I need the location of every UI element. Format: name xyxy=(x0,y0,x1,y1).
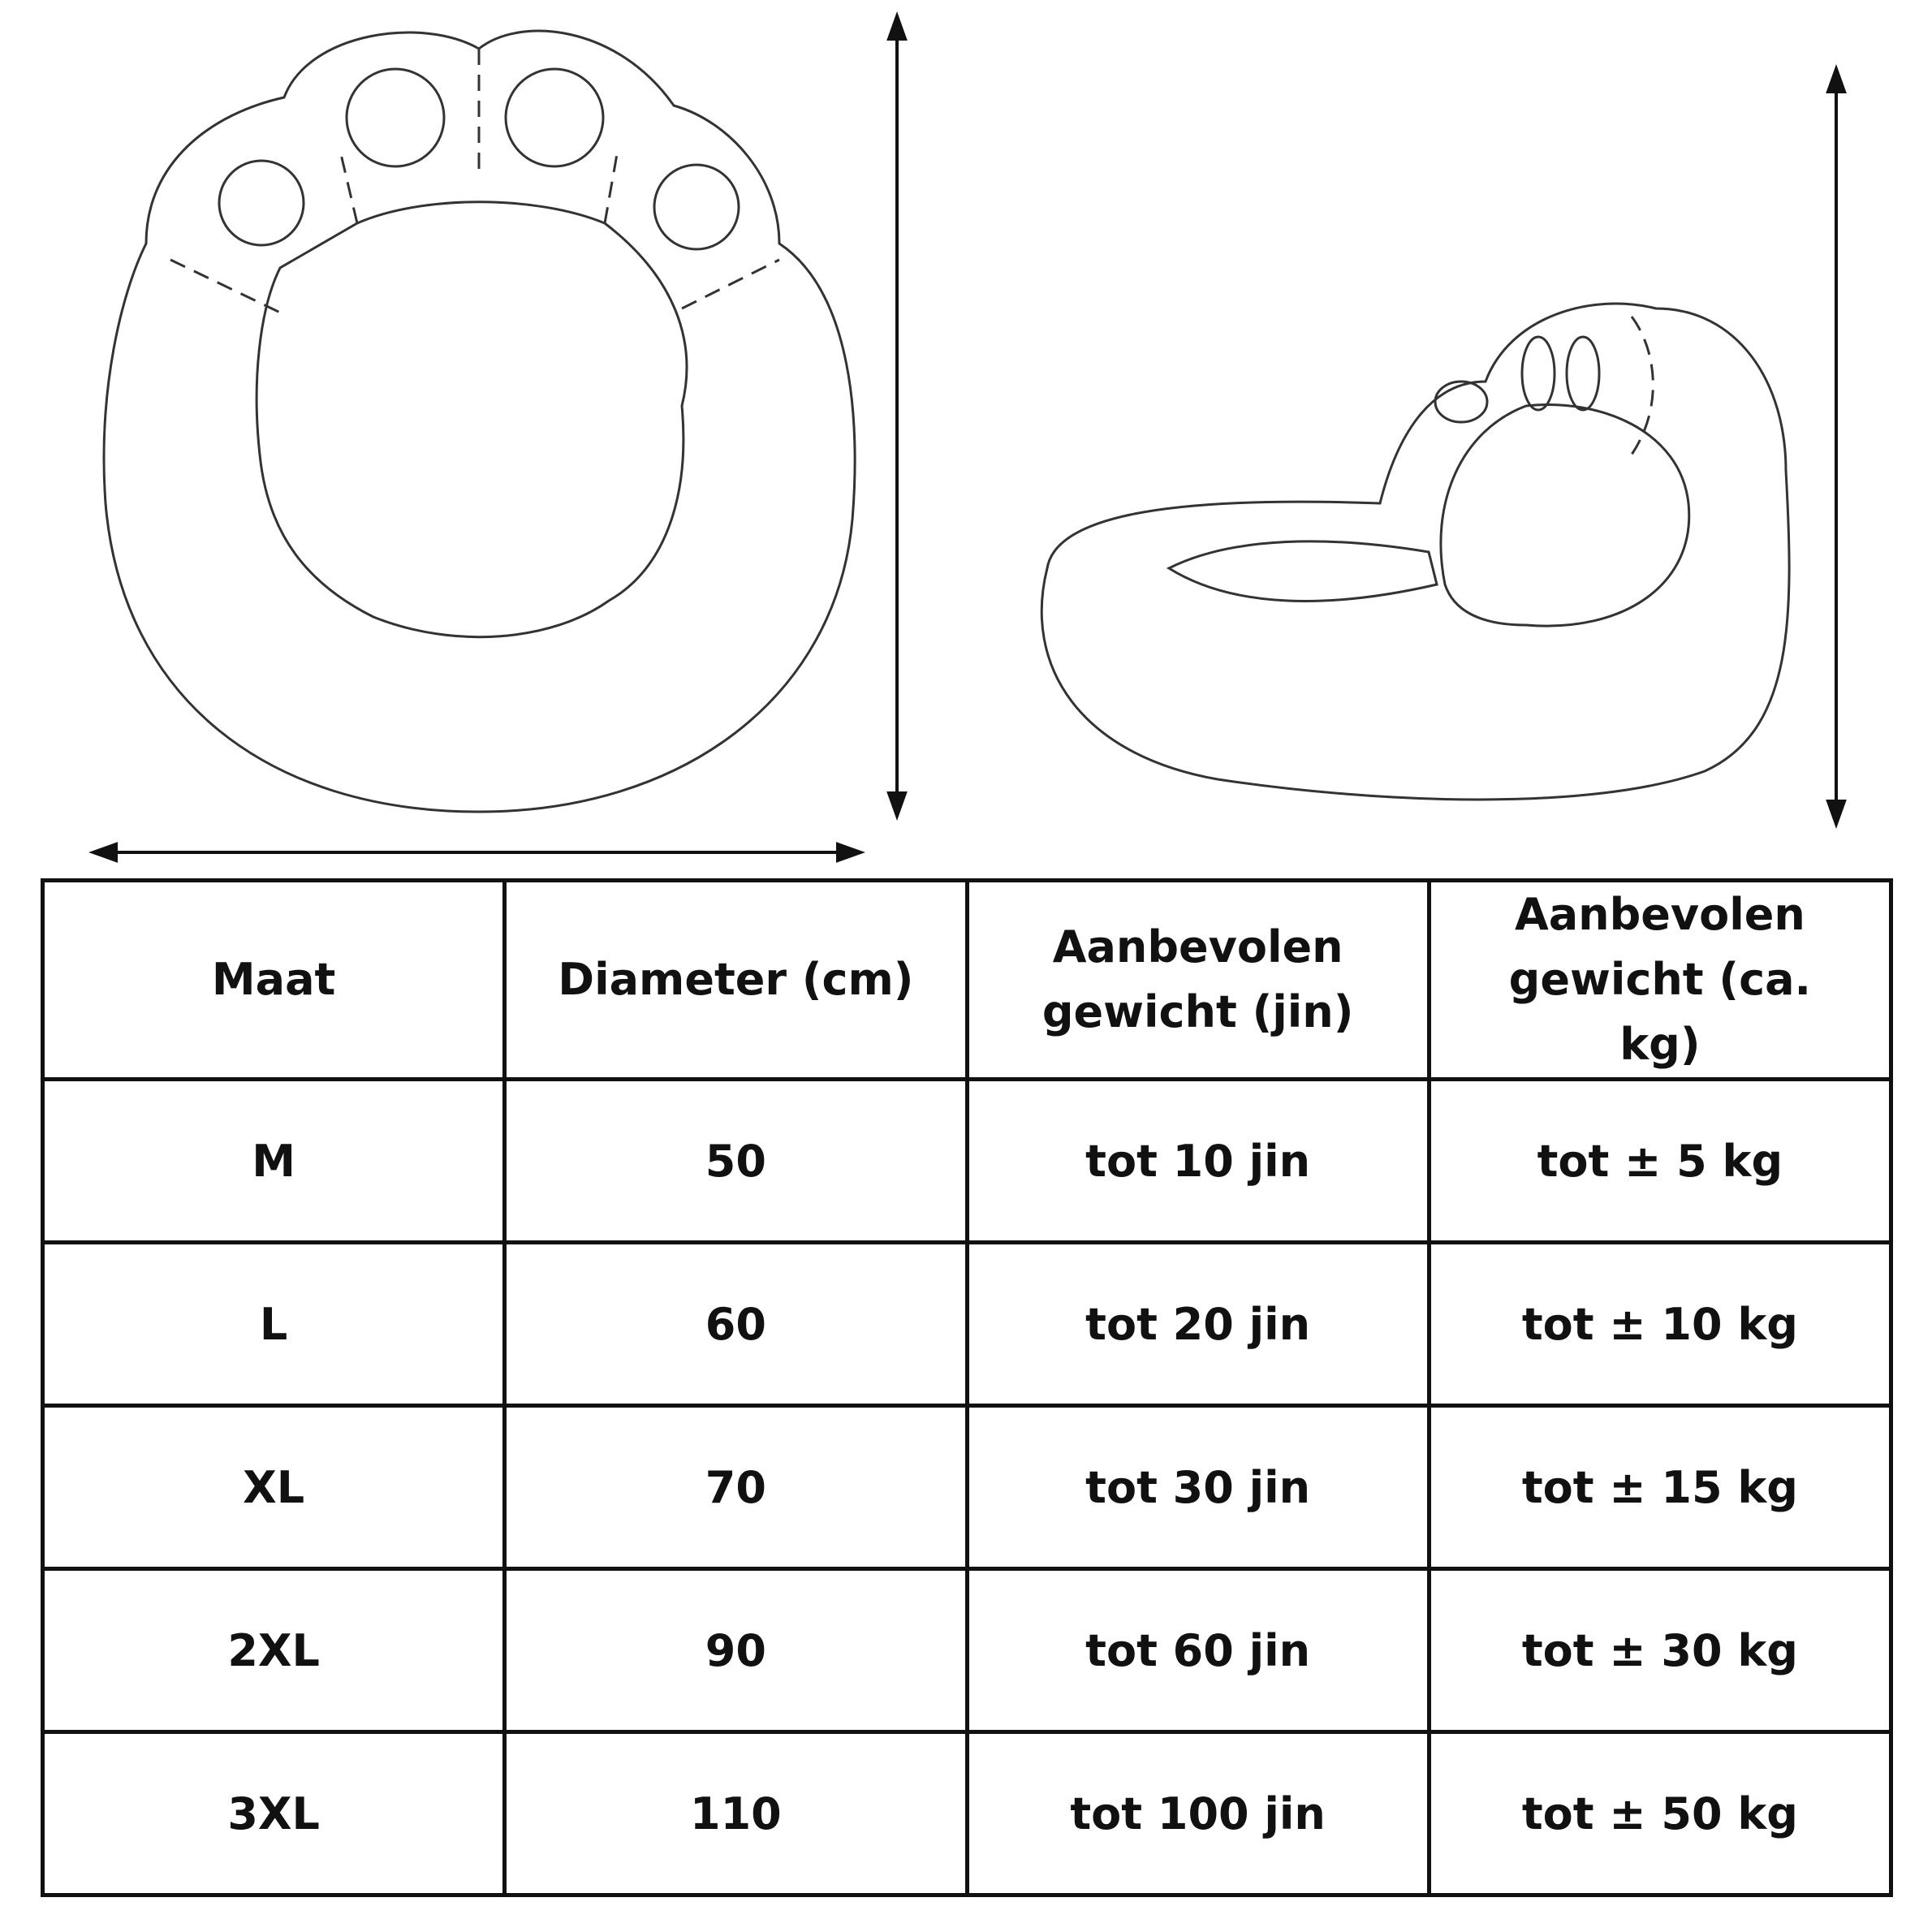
header-weight-jin: Aanbevolen gewicht (jin) xyxy=(964,878,1431,1081)
cell-diameter: 110 xyxy=(502,1730,969,1897)
cell-size: M xyxy=(40,1077,507,1244)
toe-pad-icon xyxy=(653,163,740,251)
cell-weight-jin: tot 10 jin xyxy=(964,1077,1431,1244)
cell-size: 2XL xyxy=(40,1567,507,1734)
toe-pad-icon xyxy=(345,67,446,168)
cell-diameter: 70 xyxy=(502,1404,969,1571)
cell-diameter: 60 xyxy=(502,1240,969,1408)
cell-diameter: 90 xyxy=(502,1567,969,1734)
diameter-arrow-icon xyxy=(88,842,865,863)
cell-weight-jin: tot 60 jin xyxy=(964,1567,1431,1734)
table-row: L 60 tot 20 jin tot ± 10 kg xyxy=(40,1240,1894,1408)
cell-size: L xyxy=(40,1240,507,1408)
cell-diameter: 50 xyxy=(502,1077,969,1244)
product-illustration xyxy=(88,11,1847,863)
header-size: Maat xyxy=(40,878,507,1081)
toe-pad-icon xyxy=(218,159,305,247)
table-row: 3XL 110 tot 100 jin tot ± 50 kg xyxy=(40,1730,1894,1897)
paw-bed-top-view xyxy=(102,29,856,813)
header-weight-kg: Aanbevolen gewicht (ca. kg) xyxy=(1426,878,1894,1081)
table-header-row: Maat Diameter (cm) Aanbevolen gewicht (j… xyxy=(40,878,1894,1081)
header-diameter: Diameter (cm) xyxy=(502,878,969,1081)
cell-weight-kg: tot ± 15 kg xyxy=(1426,1404,1894,1571)
cell-weight-jin: tot 100 jin xyxy=(964,1730,1431,1897)
paw-bed-side-view xyxy=(1040,302,1791,801)
cell-weight-jin: tot 20 jin xyxy=(964,1240,1431,1408)
table-row: 2XL 90 tot 60 jin tot ± 30 kg xyxy=(40,1567,1894,1734)
table-row: XL 70 tot 30 jin tot ± 15 kg xyxy=(40,1404,1894,1571)
size-chart-table: Maat Diameter (cm) Aanbevolen gewicht (j… xyxy=(40,878,1894,1897)
cell-size: XL xyxy=(40,1404,507,1571)
cell-weight-kg: tot ± 10 kg xyxy=(1426,1240,1894,1408)
side-height-arrow-icon xyxy=(1826,64,1847,829)
cell-size: 3XL xyxy=(40,1730,507,1897)
cell-weight-kg: tot ± 5 kg xyxy=(1426,1077,1894,1244)
height-arrow-icon xyxy=(886,11,908,821)
toe-pad-icon xyxy=(504,67,605,168)
table-row: M 50 tot 10 jin tot ± 5 kg xyxy=(40,1077,1894,1244)
cell-weight-jin: tot 30 jin xyxy=(964,1404,1431,1571)
cell-weight-kg: tot ± 50 kg xyxy=(1426,1730,1894,1897)
cell-weight-kg: tot ± 30 kg xyxy=(1426,1567,1894,1734)
